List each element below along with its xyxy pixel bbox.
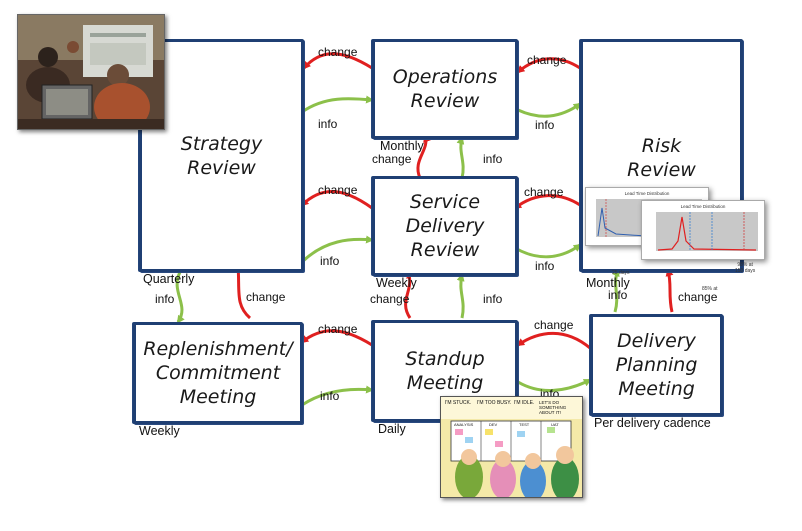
comic-column-test: TEST (519, 422, 530, 427)
change-arrow-risk-to-ops (516, 57, 581, 74)
info-arrow-strategy-to-ops (301, 95, 374, 114)
service-delivery-review-title: Service Delivery Review (405, 191, 485, 261)
info-arrow-standup-to-dpm (517, 378, 592, 392)
comic-column-dev: DEV (489, 422, 498, 427)
lead-time-chart-front: Lead Time Distribution (641, 200, 765, 260)
label-change-standup-replenish: change (318, 322, 358, 336)
chart-marker-b: 85% at (702, 286, 718, 292)
label-info-replenish-standup: info (320, 389, 340, 403)
label-change-sdr-ops: change (372, 152, 412, 166)
label-info-strategy-replenish: info (155, 292, 175, 306)
change-arrow-ops-to-strategy (302, 52, 373, 70)
change-arrow-sdr-to-strategy (300, 190, 373, 210)
info-arrow-dpm-to-risk (612, 268, 620, 313)
label-change-sdr-strategy: change (318, 183, 358, 197)
meeting-photo-image (18, 15, 164, 129)
operations-review-box: Operations Review (372, 39, 518, 139)
chart-marker-a: 25 days (612, 270, 630, 276)
label-info-sdr-risk: info (535, 259, 555, 273)
comic-speech-3: I'M IDLE. (514, 400, 535, 406)
change-arrow-sdr-to-ops (416, 134, 431, 179)
label-info-sdr-ops: info (483, 152, 503, 166)
operations-review-title: Operations Review (392, 66, 498, 112)
kanban-comic: I'M STUCK. I'M TOO BUSY. I'M IDLE. LET'S… (440, 396, 583, 498)
cadence-risk: Monthly (586, 276, 630, 290)
info-arrow-ops-to-risk (517, 102, 582, 118)
label-change-standup-sdr: change (370, 292, 410, 306)
label-info-standup-sdr: info (483, 292, 503, 306)
change-arrow-standup-to-replenish (300, 329, 373, 347)
info-arrow-sdr-to-risk (514, 243, 582, 259)
info-arrow-strategy-to-replenish (175, 271, 185, 324)
meeting-photo (17, 14, 165, 130)
label-info-dpm-risk: info (608, 288, 628, 302)
info-arrow-sdr-to-ops (456, 136, 465, 179)
strategy-review-title: Strategy Review (180, 132, 263, 179)
label-change-dpm-risk: change (678, 290, 718, 304)
label-info-strategy-sdr: info (320, 254, 340, 268)
standup-meeting-title: Standup Meeting (405, 348, 485, 394)
change-arrow-dpm-to-risk (665, 268, 674, 313)
delivery-planning-meeting-title: Delivery Planning Meeting (615, 330, 698, 400)
label-change-dpm-standup: change (534, 318, 574, 332)
replenishment-meeting-title: Replenishment/ Commitment Meeting (143, 338, 293, 408)
cadence-operations: Monthly (380, 139, 424, 153)
cadence-delivery-planning: Per delivery cadence (594, 416, 711, 430)
info-arrow-standup-to-sdr (456, 273, 465, 319)
chart-marker-c: 98% at 150 days (735, 262, 756, 274)
lead-time-chart-back-title: Lead Time Distribution (625, 191, 670, 196)
delivery-planning-meeting-box: Delivery Planning Meeting (590, 314, 723, 416)
comic-column-analysis: ANALYSIS (454, 422, 474, 427)
cadence-strategy: Quarterly (143, 272, 195, 286)
label-change-ops-strategy: change (318, 45, 358, 59)
strategy-review-box: Strategy Review (139, 39, 304, 272)
lead-time-chart-front-svg: Lead Time Distribution (656, 204, 758, 251)
label-info-strategy-ops: info (318, 117, 338, 131)
kanban-comic-art (441, 397, 582, 497)
label-info-ops-risk: info (535, 118, 555, 132)
comic-speech-4: LET'S DO SOMETHING ABOUT IT! (539, 400, 567, 415)
info-arrow-strategy-to-sdr (300, 235, 374, 264)
cadence-service-delivery: Weekly (376, 276, 417, 290)
risk-review-title: Risk Review (627, 135, 696, 181)
label-change-risk-ops: change (527, 53, 567, 67)
comic-speech-1: I'M STUCK. (445, 400, 472, 406)
cadence-replenishment: Weekly (139, 424, 180, 438)
label-change-risk-sdr: change (524, 185, 564, 199)
change-arrow-risk-to-sdr (513, 194, 581, 210)
comic-column-uat: UAT (551, 422, 559, 427)
lead-time-chart-front-title: Lead Time Distribution (681, 204, 726, 209)
label-change-replenish-strategy: change (246, 290, 286, 304)
service-delivery-review-box: Service Delivery Review (372, 176, 518, 276)
change-arrow-dpm-to-standup (516, 331, 591, 350)
info-arrow-replenish-to-standup (301, 385, 374, 407)
comic-speech-2: I'M TOO BUSY. (477, 400, 512, 406)
replenishment-meeting-box: Replenishment/ Commitment Meeting (133, 322, 303, 424)
cadence-standup: Daily (378, 422, 406, 436)
change-arrow-standup-to-sdr (404, 270, 414, 319)
